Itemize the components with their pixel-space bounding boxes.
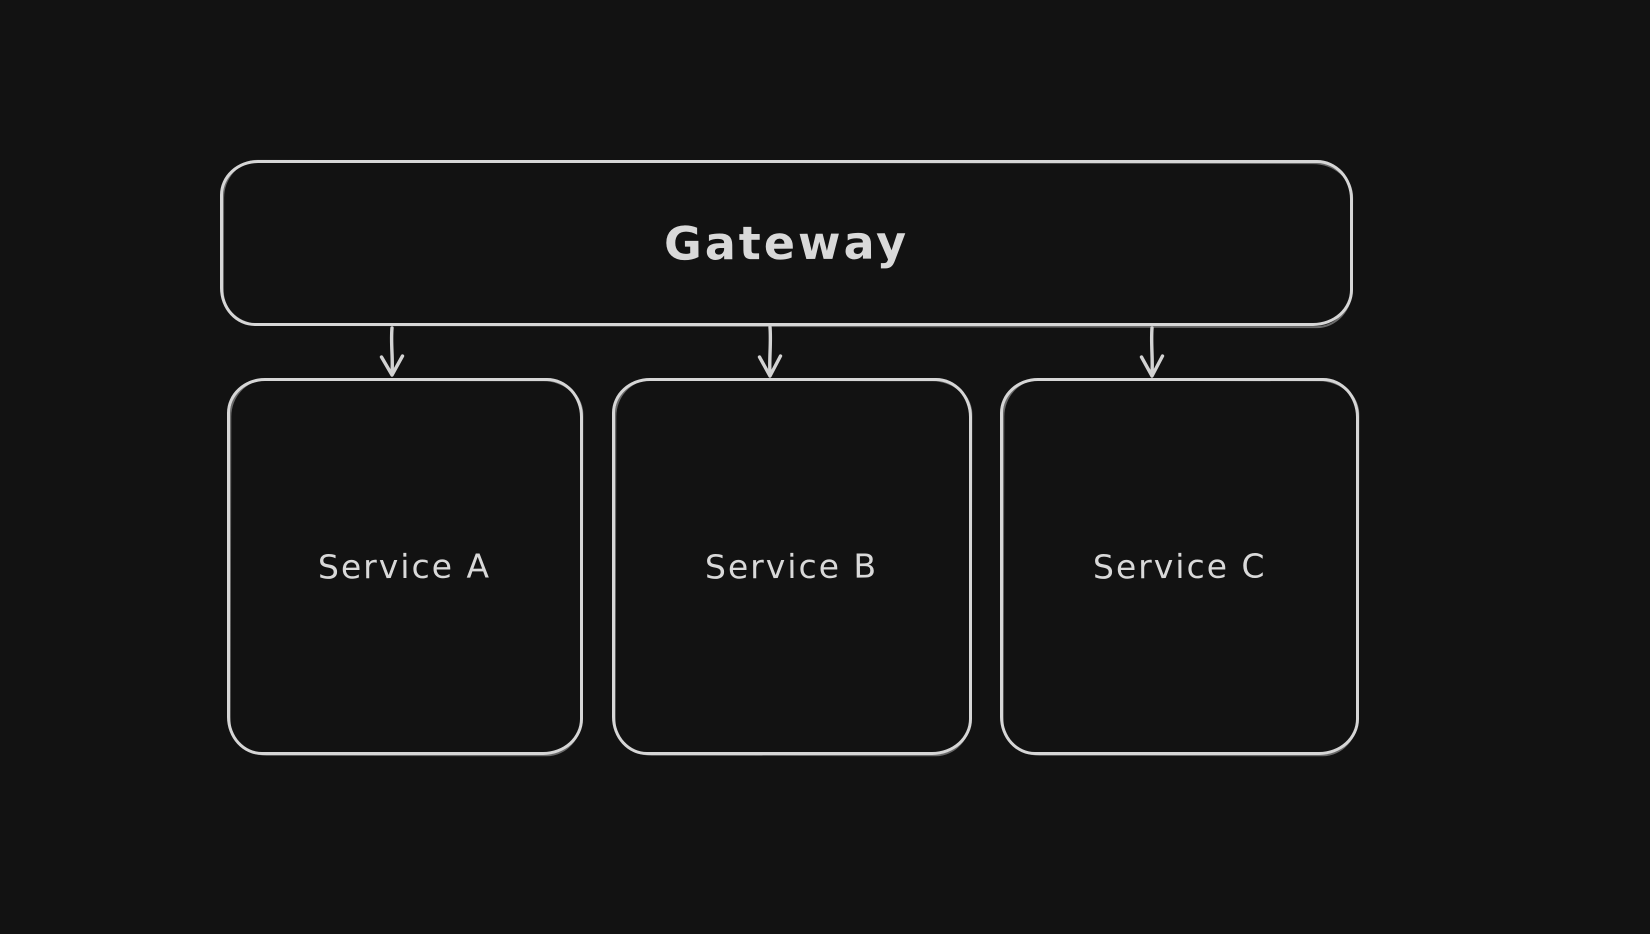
arrow-gateway-to-service-c[interactable] <box>1139 326 1165 378</box>
node-service-b[interactable]: Service B <box>612 378 972 755</box>
node-gateway-label: Gateway <box>663 215 910 271</box>
node-gateway[interactable]: Gateway <box>220 160 1353 326</box>
node-service-c-label: Service C <box>1092 546 1267 587</box>
node-service-a-label: Service A <box>318 546 492 587</box>
arrow-gateway-to-service-b[interactable] <box>757 325 783 378</box>
node-service-a[interactable]: Service A <box>227 378 583 755</box>
node-service-b-label: Service B <box>705 546 879 587</box>
arrow-gateway-to-service-a[interactable] <box>379 326 405 377</box>
node-service-c[interactable]: Service C <box>1000 378 1359 755</box>
